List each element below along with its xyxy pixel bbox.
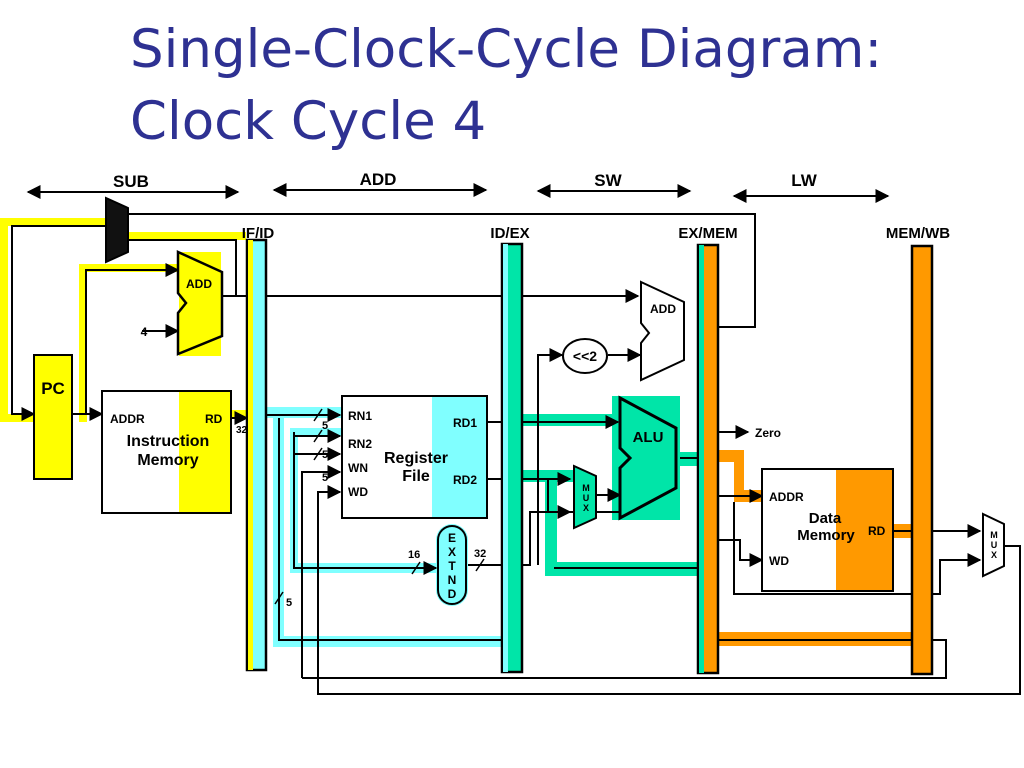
branch-adder: ADD: [640, 280, 685, 382]
if-adder-label: ADD: [186, 277, 212, 291]
bus-width-5-d: 5: [286, 597, 292, 609]
regfile-rd2: RD2: [453, 473, 477, 487]
sign-extend-unit: E X T N D: [437, 525, 467, 605]
stage-label-lw-text: LW: [791, 171, 817, 190]
shift-left-2: <<2: [562, 338, 608, 374]
regfile-rn1: RN1: [348, 409, 372, 423]
bus-width-32-b: 32: [474, 548, 486, 560]
bus-width-5-c: 5: [322, 472, 328, 484]
id-ex-label: ID/EX: [490, 225, 529, 242]
wb-mux-letter-u: U: [991, 540, 998, 550]
stage-label-sub-text: SUB: [113, 172, 149, 191]
extnd-letter-e: E: [448, 531, 456, 545]
extnd-letter-n: N: [448, 573, 457, 587]
regfile-name-1: Register: [384, 450, 448, 467]
constant-four: 4: [141, 325, 148, 339]
pipeline-register-ex-mem: EX/MEM: [678, 225, 738, 675]
pipeline-register-if-id: IF/ID: [242, 225, 275, 672]
pipeline-register-mem-wb: MEM/WB: [886, 225, 950, 676]
writeback-mux: M U X: [982, 512, 1005, 578]
instr-mem-name-2: Memory: [137, 452, 198, 469]
regfile-wd: WD: [348, 485, 368, 499]
slide-title: Single-Clock-Cycle Diagram: Clock Cycle …: [130, 14, 882, 158]
bus-width-labels: 32 5 5 5 16 32 5: [236, 420, 486, 609]
alu: ALU Zero: [618, 395, 781, 521]
stage-label-sw: SW: [536, 171, 692, 198]
data-mem-rd: RD: [868, 524, 886, 538]
regfile-wn: WN: [348, 461, 368, 475]
stage-label-sw-text: SW: [594, 171, 622, 190]
data-mem-addr: ADDR: [769, 490, 804, 504]
wb-mux-letter-m: M: [990, 530, 998, 540]
extnd-letter-x: X: [448, 545, 456, 559]
regfile-rd1: RD1: [453, 416, 477, 430]
instr-mem-addr: ADDR: [110, 412, 145, 426]
stage-label-sub: SUB: [26, 172, 240, 199]
data-mem-wd: WD: [769, 554, 789, 568]
alu-mux-letter-m: M: [582, 483, 590, 493]
program-counter: PC: [33, 354, 73, 480]
shift-left-2-label: <<2: [573, 348, 597, 364]
data-memory: ADDR WD RD Data Memory: [761, 468, 894, 592]
mem-wb-label: MEM/WB: [886, 225, 950, 242]
alu-src-mux: M U X: [573, 464, 597, 530]
register-file: RN1 RN2 WN WD RD1 RD2 Register File: [341, 395, 488, 519]
stage-label-add-text: ADD: [360, 170, 397, 189]
regfile-rn2: RN2: [348, 437, 372, 451]
if-id-label: IF/ID: [242, 225, 275, 242]
extnd-letter-d: D: [448, 587, 457, 601]
regfile-name-2: File: [402, 468, 430, 485]
wb-mux-letter-x: X: [991, 550, 997, 560]
extnd-letter-t: T: [448, 559, 456, 573]
if-adder: ADD 4: [141, 250, 224, 356]
slide-title-line-1: Single-Clock-Cycle Diagram:: [130, 19, 883, 80]
alu-label: ALU: [633, 429, 664, 446]
instruction-memory: ADDR RD Instruction Memory: [101, 390, 232, 514]
bus-width-marks: [274, 408, 485, 605]
stage-label-add: ADD: [272, 170, 488, 197]
instr-mem-rd: RD: [205, 412, 223, 426]
zero-label: Zero: [755, 426, 781, 440]
bus-width-16: 16: [408, 549, 420, 561]
data-mem-name-1: Data: [809, 510, 842, 527]
stage-label-lw: LW: [732, 171, 890, 203]
bus-width-32-a: 32: [236, 425, 248, 436]
datapath-wires: [11, 213, 1021, 695]
ex-mem-label: EX/MEM: [678, 225, 737, 242]
branch-adder-label: ADD: [650, 302, 676, 316]
data-mem-name-2: Memory: [797, 527, 855, 544]
slide-title-line-2: Clock Cycle 4: [130, 91, 487, 152]
pc-mux: [105, 196, 129, 264]
alu-mux-letter-u: U: [583, 493, 590, 503]
pipeline-register-id-ex: ID/EX: [490, 225, 530, 674]
alu-mux-letter-x: X: [583, 503, 589, 513]
bus-width-5-b: 5: [322, 449, 328, 461]
bus-width-5-a: 5: [322, 420, 328, 432]
instr-mem-name-1: Instruction: [127, 433, 210, 450]
pc-label: PC: [41, 379, 65, 398]
